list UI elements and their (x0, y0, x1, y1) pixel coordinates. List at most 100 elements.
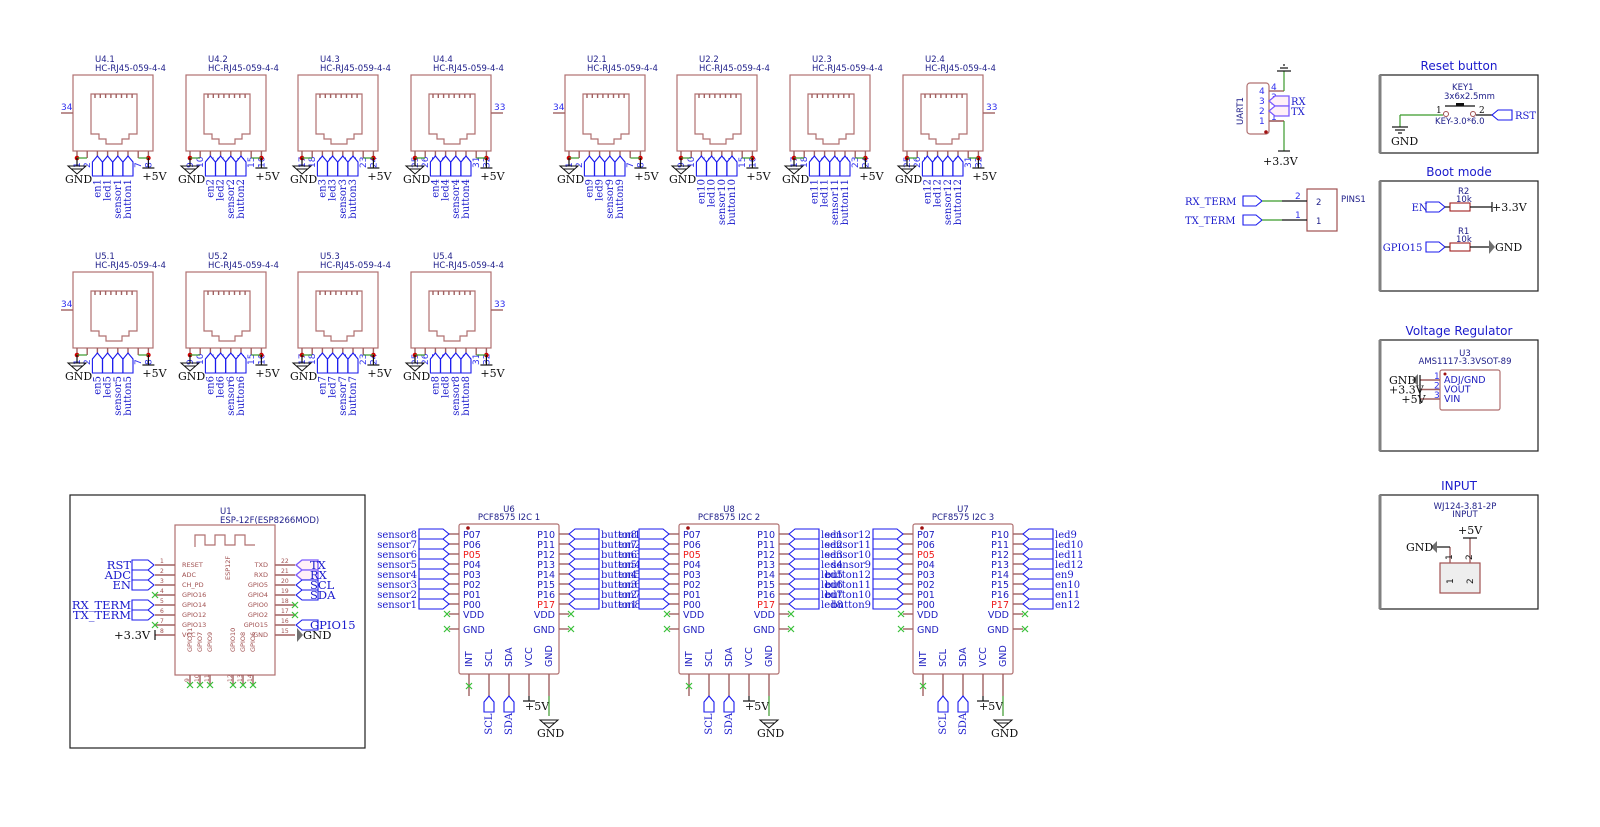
net-label: sensor5 (113, 376, 124, 416)
pin-number-inner: 1 (1446, 578, 1456, 584)
pin-number: 32 (482, 157, 492, 168)
pin-number: 23 (359, 157, 369, 168)
net-label: led2 (821, 540, 843, 551)
net-label: sensor5 (377, 560, 417, 571)
pin-number: 8 (144, 162, 154, 168)
pin-name: P17 (757, 600, 775, 611)
pin-name: P07 (917, 530, 935, 541)
pin-number: 15 (738, 157, 748, 168)
rj45-body (297, 271, 379, 349)
pin-name: SCL (938, 648, 949, 667)
power-label: +5V (979, 700, 1004, 713)
uart-body (1246, 82, 1270, 135)
net-flag (829, 155, 841, 177)
pin-name: P03 (463, 570, 481, 581)
net-flag (568, 578, 600, 590)
pin-number-inner: 2 (1466, 578, 1476, 584)
component-part: HC-RJ45-059-4-4 (433, 261, 504, 271)
side-pin-number: 33 (494, 103, 505, 113)
net-flag (1242, 195, 1263, 207)
component-ref: U4.4 (433, 55, 453, 65)
pin-number: 15 (247, 354, 257, 365)
rj45-body (185, 271, 267, 349)
component-part: HC-RJ45-059-4-4 (95, 64, 166, 74)
ground-icon: GND (537, 719, 564, 740)
side-pin-number: 33 (986, 103, 997, 113)
no-connect-icon (229, 681, 237, 689)
pin-number: 17 (298, 157, 308, 168)
net-label: RST (1515, 111, 1536, 122)
pin-number: 32 (482, 354, 492, 365)
net-label: en9 (1055, 570, 1074, 581)
net-label: SCL (704, 713, 715, 735)
pin-number: 9 (184, 678, 191, 682)
pin-number: 7 (134, 359, 144, 365)
net-label: button7 (601, 590, 641, 601)
net-label: button2 (601, 540, 641, 551)
ground-icon (1412, 374, 1418, 386)
pin-name: INT (684, 651, 695, 667)
component-part: AMS1117-3.3VSOT-89 (1419, 357, 1512, 367)
pin-number: 31 (964, 157, 974, 168)
pin-number: 9 (186, 359, 196, 365)
net-label: led2 (216, 179, 227, 201)
pin-number: 14 (247, 674, 254, 682)
net-flag (337, 352, 349, 374)
net-label: led11 (820, 179, 831, 207)
net-flag (788, 578, 820, 590)
rj45-connectors: U4.1HC-RJ45-059-4-43412345678GND+5Ven1le… (61, 55, 998, 416)
component-value: INPUT (1452, 510, 1478, 520)
pin-name: P11 (991, 540, 1009, 551)
pin-number: 1 (1436, 106, 1442, 116)
pin-number: 4 (1259, 87, 1265, 97)
net-flag (872, 588, 904, 600)
pin-name: TXD (254, 561, 268, 569)
no-connect-icon (1021, 610, 1029, 618)
component-part: PCF8575 I2C 2 (698, 513, 760, 523)
power-icon: +5V (367, 364, 393, 380)
component-ref: U6 (503, 505, 515, 515)
power-label: +5V (367, 367, 392, 380)
net-flag (460, 155, 472, 177)
power-label: +5V (255, 367, 280, 380)
pin-name: SDA (504, 647, 515, 667)
pin-number: 2 (1295, 192, 1301, 202)
power-label: +5V (255, 170, 280, 183)
pin-number: 18 (281, 598, 289, 605)
pin-name: GND (987, 625, 1009, 636)
component-ref: U4.1 (95, 55, 115, 65)
pin-number: 2 (1465, 554, 1475, 560)
net-label: sensor3 (377, 580, 417, 591)
jack-outline (694, 93, 742, 145)
pin-number: 2 (83, 162, 93, 168)
jack-outline (90, 93, 138, 145)
net-label: EN (1412, 203, 1428, 214)
net-label: en12 (1055, 600, 1080, 611)
net-label: EN (113, 578, 131, 592)
net-flag (429, 155, 441, 177)
pin-number: 16 (748, 156, 758, 168)
rj45-body (410, 74, 492, 152)
net-flag (418, 548, 450, 560)
pin-name: P00 (683, 600, 701, 611)
pin-number: 6 (160, 608, 164, 615)
net-label: button9 (615, 179, 626, 219)
ground-label: GND (1495, 241, 1522, 254)
pin-name: P05 (683, 550, 701, 561)
component-part: HC-RJ45-059-4-4 (208, 261, 279, 271)
net-flag (1022, 568, 1054, 580)
jack-outline (920, 93, 968, 145)
pin-number: 15 (247, 157, 257, 168)
ground-symbol (538, 719, 560, 729)
ground-icon: GND (782, 165, 809, 186)
pin-number: 1 (1271, 113, 1277, 123)
ground-icon: GND (178, 165, 205, 186)
pin-name: SDA (724, 647, 735, 667)
pin-name: P01 (683, 590, 701, 601)
pin-number: 4 (1271, 83, 1277, 93)
pin-name: P16 (757, 590, 775, 601)
net-label: button8 (461, 376, 472, 416)
pin-name: P10 (757, 530, 775, 541)
